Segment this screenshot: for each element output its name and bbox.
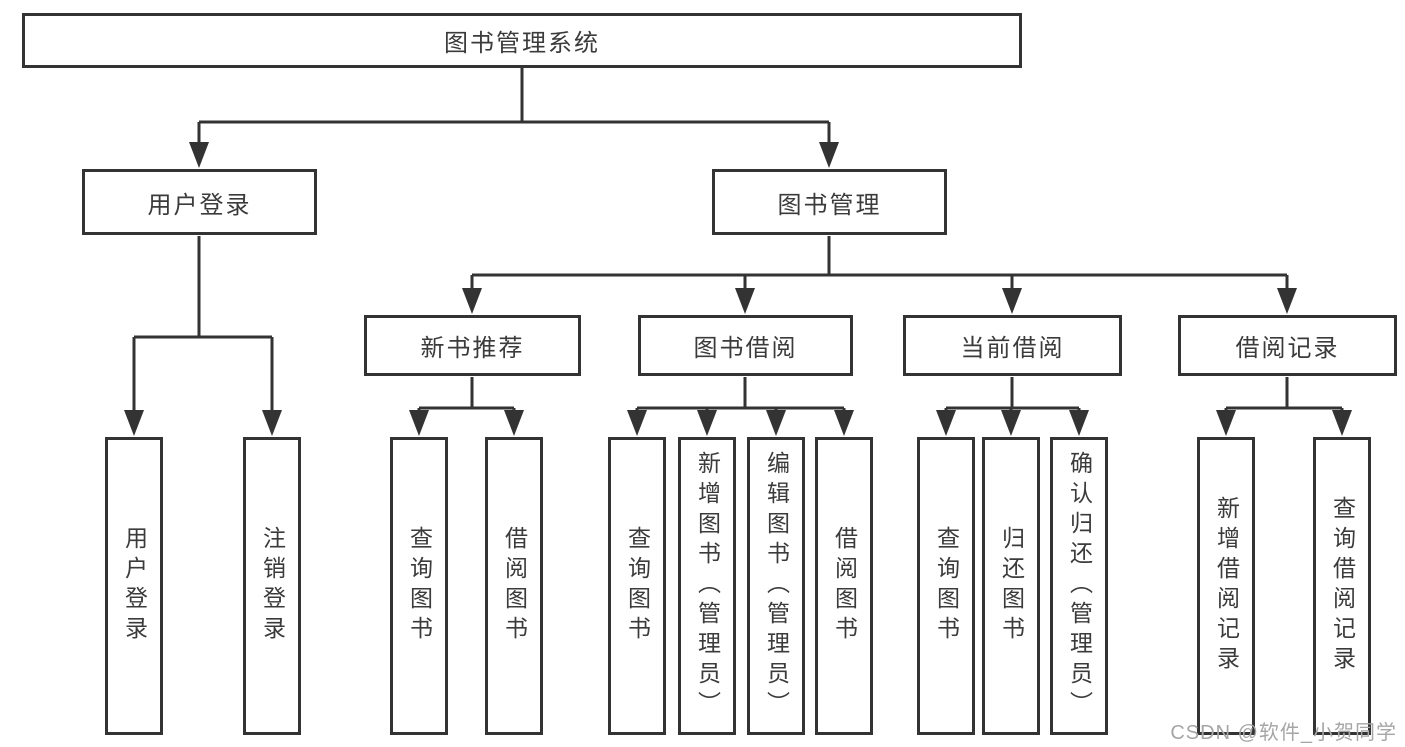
node-borrowing-query-books: 查询图书 bbox=[608, 437, 666, 735]
node-label: 查询图书 bbox=[624, 526, 651, 646]
connector-records-to-leaves bbox=[1224, 377, 1344, 414]
node-confirm-return-admin: 确认归还（管理员） bbox=[1050, 437, 1108, 735]
connector-bookmgmt-to-level3 bbox=[470, 236, 1289, 292]
node-user-login-action: 用户登录 bbox=[105, 437, 163, 735]
node-library-management-system: 图书管理系统 bbox=[22, 13, 1022, 68]
node-add-borrow-record: 新增借阅记录 bbox=[1197, 437, 1255, 735]
csdn-watermark: CSDN @软件_小贺同学 bbox=[1170, 722, 1397, 744]
node-logout: 注销登录 bbox=[243, 437, 301, 735]
node-book-management: 图书管理 bbox=[712, 169, 947, 235]
node-label: 图书管理系统 bbox=[444, 30, 600, 57]
node-label: 图书管理 bbox=[777, 191, 882, 219]
connector-newbook-to-leaves bbox=[417, 377, 516, 414]
node-new-book-recommend: 新书推荐 bbox=[364, 315, 581, 376]
node-label: 借阅记录 bbox=[1235, 335, 1340, 362]
node-label: 新增图书（管理员） bbox=[694, 451, 721, 721]
node-add-books-admin: 新增图书（管理员） bbox=[678, 437, 736, 735]
node-label: 查询图书 bbox=[933, 526, 960, 646]
node-label: 确认归还（管理员） bbox=[1066, 451, 1093, 721]
node-label: 归还图书 bbox=[998, 526, 1025, 646]
node-label: 用户登录 bbox=[121, 526, 148, 646]
node-edit-books-admin: 编辑图书（管理员） bbox=[747, 437, 805, 735]
node-label: 借阅图书 bbox=[501, 526, 528, 646]
node-label: 当前借阅 bbox=[960, 335, 1065, 362]
node-borrowing-borrow-books: 借阅图书 bbox=[815, 437, 873, 735]
connector-userlogin-to-leaves bbox=[132, 236, 274, 414]
node-label: 查询借阅记录 bbox=[1329, 496, 1356, 676]
node-current-borrowing: 当前借阅 bbox=[903, 315, 1122, 376]
node-user-login: 用户登录 bbox=[82, 169, 317, 235]
connector-bookborrow-to-leaves bbox=[635, 377, 846, 414]
node-book-borrowing: 图书借阅 bbox=[638, 315, 853, 376]
node-newbook-query-books: 查询图书 bbox=[390, 437, 448, 735]
node-query-borrow-record: 查询借阅记录 bbox=[1313, 437, 1371, 735]
node-borrow-records: 借阅记录 bbox=[1178, 315, 1397, 376]
node-return-books: 归还图书 bbox=[982, 437, 1040, 735]
node-label: 用户登录 bbox=[147, 191, 252, 219]
node-newbook-borrow-books: 借阅图书 bbox=[485, 437, 543, 735]
node-label: 新增借阅记录 bbox=[1213, 496, 1240, 676]
node-label: 图书借阅 bbox=[693, 335, 798, 362]
node-label: 查询图书 bbox=[406, 526, 433, 646]
node-label: 借阅图书 bbox=[831, 526, 858, 646]
node-label: 注销登录 bbox=[259, 526, 286, 646]
node-current-query-books: 查询图书 bbox=[917, 437, 975, 735]
connector-root-to-level2 bbox=[197, 68, 831, 147]
connector-currentborrow-to-leaves bbox=[944, 377, 1081, 414]
node-label: 编辑图书（管理员） bbox=[763, 451, 790, 721]
node-label: 新书推荐 bbox=[420, 335, 525, 362]
